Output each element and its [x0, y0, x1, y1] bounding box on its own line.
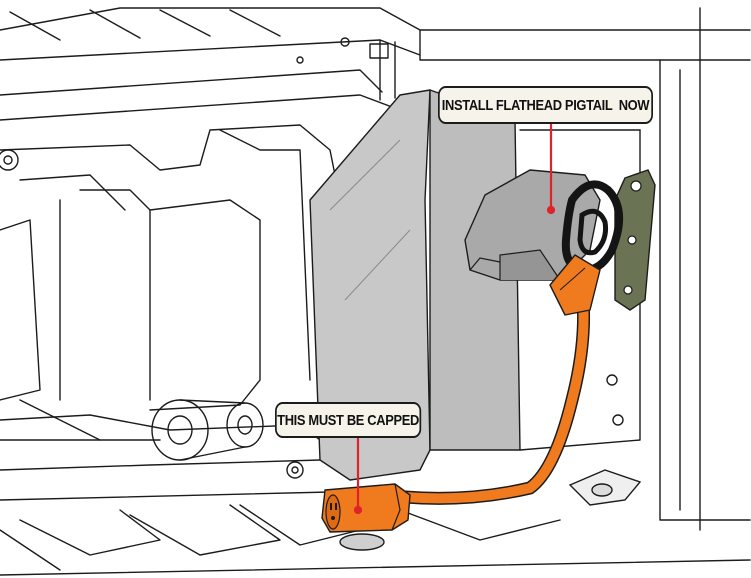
callout-must-be-capped: THIS MUST BE CAPPED [275, 402, 422, 438]
capped-pointer-dot [353, 505, 363, 515]
mounting-bracket [614, 169, 656, 311]
callout-pointers [353, 124, 556, 515]
floor-bolts [339, 374, 642, 551]
callout-install-pigtail-text: INSTALL FLATHEAD PIGTAIL NOW [441, 96, 650, 114]
top-housing [0, 7, 751, 531]
callout-install-pigtail: INSTALL FLATHEAD PIGTAIL NOW [438, 86, 653, 124]
pigtail-pointer-dot [546, 205, 556, 215]
roller-assembly [151, 399, 304, 479]
floor-slats [0, 439, 751, 576]
pigtail-cable [321, 254, 601, 533]
flange-ring [561, 180, 624, 275]
callout-must-be-capped-text: THIS MUST BE CAPPED [277, 411, 420, 429]
